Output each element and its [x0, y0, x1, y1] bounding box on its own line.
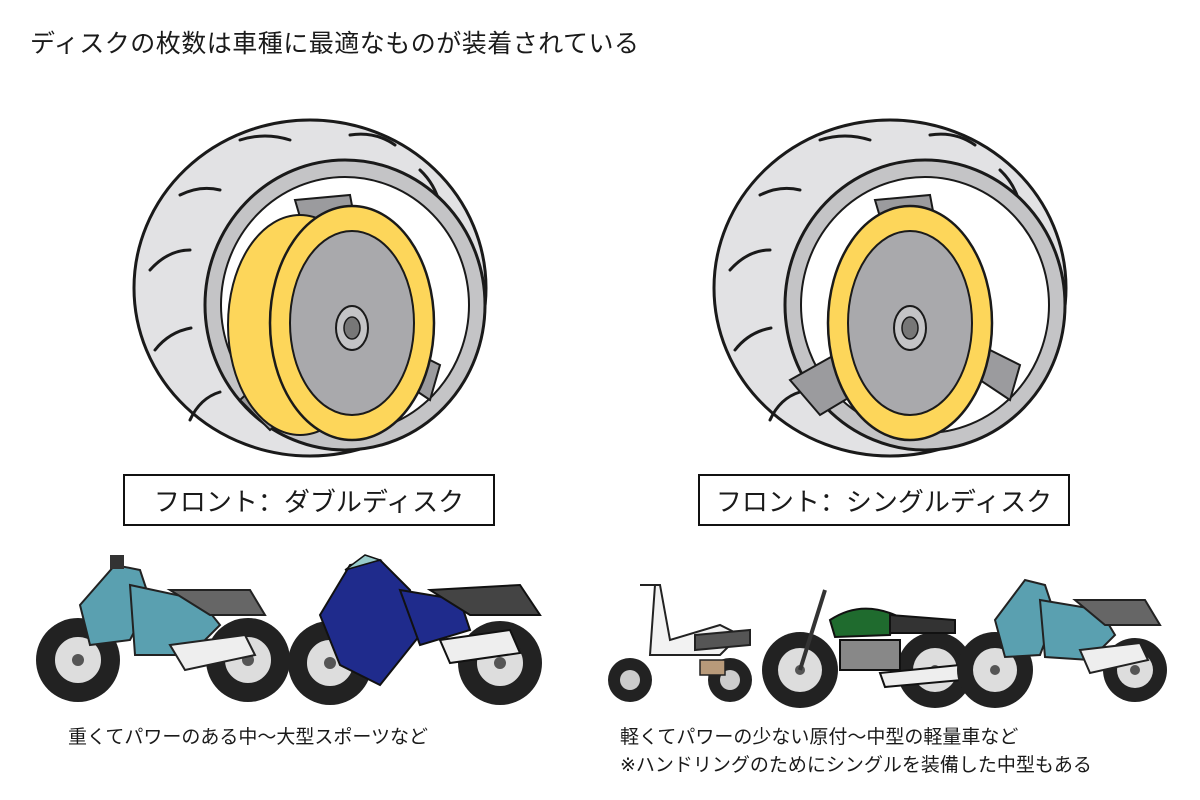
double-disc-label: フロント：ダブルディスク: [123, 474, 495, 526]
single-disc-note: ※ハンドリングのためにシングルを装備した中型もある: [620, 754, 1092, 776]
classic-bike: [762, 589, 973, 708]
teal-sport-bike-small: [957, 578, 1167, 708]
sport-bikes-illustration: [36, 554, 542, 705]
single-disc-caption: 軽くてパワーの少ない原付〜中型の軽量車など: [620, 726, 1019, 748]
light-bikes-illustration: [608, 578, 1167, 708]
single-disc-wheel-illustration: [712, 118, 1068, 458]
single-disc-label: フロント：シングルディスク: [698, 474, 1070, 526]
double-disc-wheel-illustration: [132, 118, 488, 458]
double-disc-caption: 重くてパワーのある中〜大型スポーツなど: [68, 726, 429, 748]
scooter: [608, 584, 752, 702]
teal-sport-bike: [36, 555, 290, 702]
blue-sport-bike: [288, 554, 542, 705]
page-title: ディスクの枚数は車種に最適なものが装着されている: [30, 29, 640, 58]
